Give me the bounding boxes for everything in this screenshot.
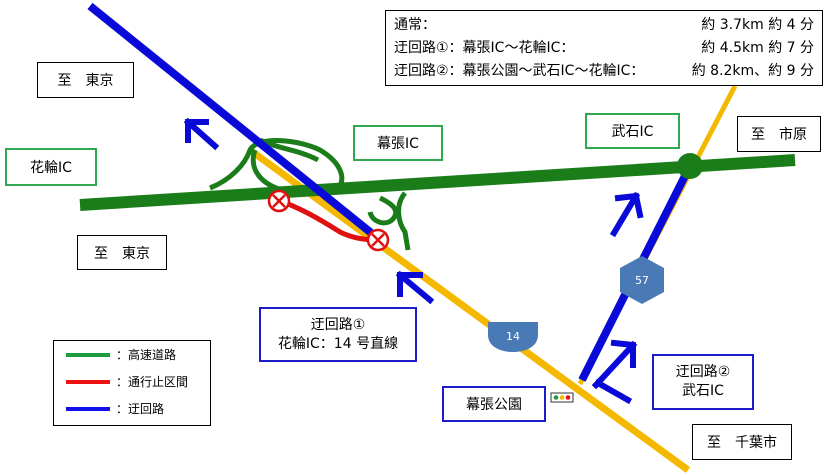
info-row-value: 約 8.2km、約 9 分 <box>691 63 814 79</box>
detour-2-detail: 武石IC <box>682 383 724 399</box>
travel-time-info-box: 通常： 約 3.7km 約 4 分 迂回路①：幕張IC～花輪IC： 約 4.5k… <box>385 10 823 86</box>
legend-swatch <box>66 379 110 384</box>
route-14-road <box>247 147 691 473</box>
legend: ：高速道路 ：通行止区間 ：迂回路 <box>53 340 211 426</box>
legend-label: ：迂回路 <box>116 402 165 416</box>
destination-tokyo-top: 至 東京 <box>37 62 134 98</box>
route-57-shield: 57 <box>620 256 664 304</box>
destination-tokyo-middle: 至 東京 <box>77 235 167 270</box>
detour-1-detail: 花輪IC：14 号直線 <box>277 335 399 352</box>
makuhari-ic-label: 幕張IC <box>353 125 443 161</box>
detour-2-title: 迂回路② <box>675 364 731 380</box>
takeishi-ic-label: 武石IC <box>585 113 680 149</box>
info-row-detour-1: 迂回路①：幕張IC～花輪IC： 約 4.5km 約 7 分 <box>394 37 814 60</box>
info-row-label: 迂回路①：幕張IC～花輪IC： <box>394 40 575 56</box>
svg-text:14: 14 <box>506 330 520 343</box>
detour-1-label: 迂回路① 花輪IC：14 号直線 <box>259 307 417 362</box>
info-row-value: 約 3.7km 約 4 分 <box>701 17 814 33</box>
info-row-normal: 通常： 約 3.7km 約 4 分 <box>394 14 814 37</box>
hanawa-ic-label: 花輪IC <box>5 148 97 186</box>
destination-chiba: 至 千葉市 <box>692 424 792 460</box>
destination-ichihara: 至 市原 <box>737 116 821 152</box>
info-row-label: 迂回路②：幕張公園～武石IC～花輪IC： <box>394 63 645 79</box>
detour-1-title: 迂回路① <box>310 316 366 333</box>
legend-item-closure: ：通行止区間 <box>54 368 210 395</box>
arrow-down-right <box>593 378 633 405</box>
legend-swatch <box>66 352 110 357</box>
route-14-shield: 14 <box>488 322 538 352</box>
arrow-up-right-1 <box>609 191 644 238</box>
traffic-signal-icon <box>550 392 574 403</box>
detour-2-label: 迂回路② 武石IC <box>652 354 754 410</box>
info-row-detour-2: 迂回路②：幕張公園～武石IC～花輪IC： 約 8.2km、約 9 分 <box>394 60 814 83</box>
closure-marker-2 <box>366 228 390 252</box>
closure-section-line <box>277 197 379 243</box>
makuhari-park-label: 幕張公園 <box>442 386 546 422</box>
svg-text:57: 57 <box>635 274 649 287</box>
legend-swatch <box>66 406 110 411</box>
info-row-label: 通常： <box>394 17 436 33</box>
closure-marker-1 <box>267 189 291 213</box>
info-row-value: 約 4.5km 約 7 分 <box>701 40 814 56</box>
takeishi-ic-node <box>677 153 703 179</box>
direction-arrows <box>183 117 644 405</box>
legend-label: ：高速道路 <box>116 348 177 362</box>
legend-item-expressway: ：高速道路 <box>54 341 210 368</box>
expressway-main <box>79 154 796 211</box>
arrow-up-right-2 <box>591 339 638 390</box>
legend-label: ：通行止区間 <box>116 375 189 389</box>
legend-item-detour: ：迂回路 <box>54 395 210 422</box>
arrow-up-left-2 <box>395 270 435 305</box>
detour-route-1-line <box>87 2 383 244</box>
arrow-up-left-1 <box>183 117 220 151</box>
